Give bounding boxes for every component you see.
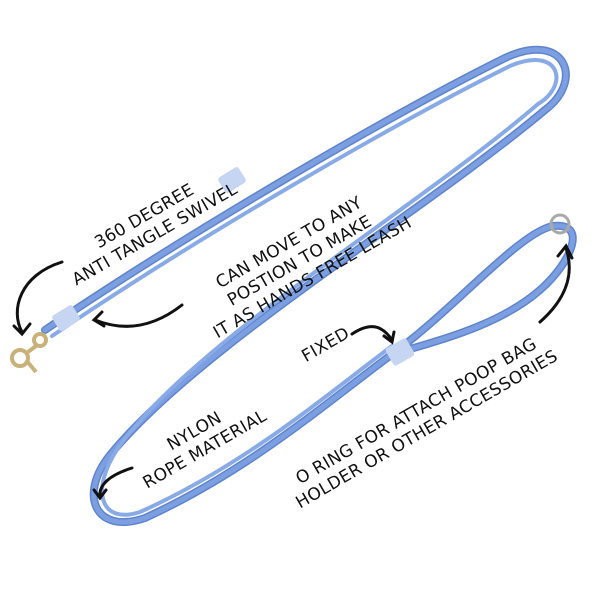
arrow-swivel <box>15 260 64 334</box>
sleeve-movable-top <box>218 167 246 193</box>
sleeves <box>52 167 415 366</box>
sleeve-fixed <box>385 338 415 366</box>
arrow-ring <box>538 246 571 324</box>
sleeve-swivel <box>52 305 80 331</box>
arrow-fixed <box>350 325 394 342</box>
o-ring <box>549 213 571 235</box>
arrows <box>12 243 574 501</box>
arrow-movable <box>93 303 184 328</box>
swivel-clasp <box>10 332 48 374</box>
arrow-material <box>98 466 134 500</box>
